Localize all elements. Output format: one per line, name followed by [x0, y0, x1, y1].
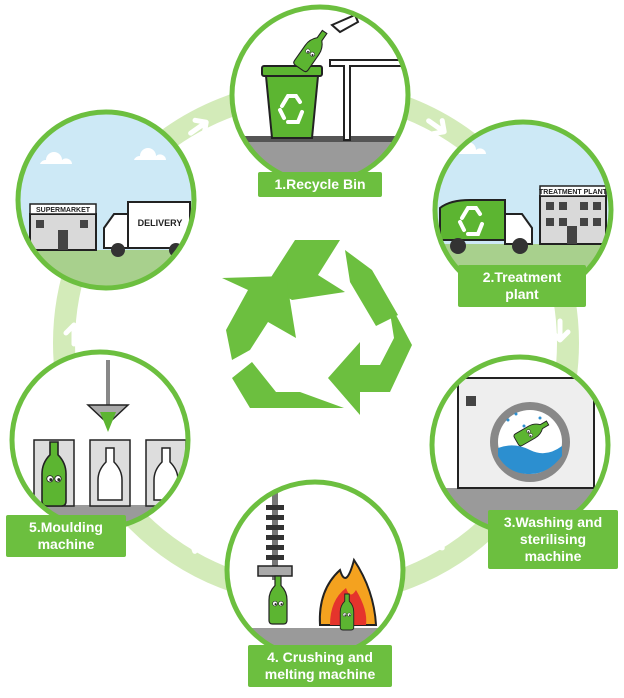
step-4-label: 4. Crushing and melting machine — [248, 645, 392, 687]
step-3-label: 3.Washing and sterilising machine — [488, 510, 618, 569]
recycle-symbol-icon — [222, 240, 412, 415]
step-3-label-line-2: sterilising — [519, 531, 587, 547]
cycle-arrow-icon — [63, 117, 571, 554]
scene-recycle-bin — [229, 4, 411, 186]
scene-moulding-machine — [9, 349, 191, 531]
step-5-label: 5.Moulding machine — [6, 515, 126, 557]
step-2-label-line-2: plant — [505, 286, 539, 302]
step-1-label-text: 1.Recycle Bin — [274, 176, 366, 192]
step-4-label-line-1: 4. Crushing and — [267, 649, 373, 665]
delivery-sign: DELIVERY — [138, 218, 183, 228]
step-5-label-line-2: machine — [37, 536, 95, 552]
scene-washing-machine — [429, 354, 611, 536]
treatment-plant-sign: TREATMENT PLANT — [539, 189, 608, 196]
truck-icon: DELIVERY — [103, 201, 191, 257]
step-3-label-line-3: machine — [524, 548, 582, 564]
step-1-label: 1.Recycle Bin — [258, 172, 382, 197]
washing-machine-icon — [457, 377, 595, 489]
mould-icon — [33, 439, 187, 507]
step-3-label-line-1: 3.Washing and — [503, 514, 603, 530]
supermarket-sign: SUPERMARKET — [36, 207, 91, 214]
recycle-bin-icon — [261, 65, 323, 139]
step-5-label-line-1: 5.Moulding — [29, 519, 103, 535]
step-4-label-line-2: melting machine — [264, 666, 376, 682]
scene-crushing-melting — [224, 479, 406, 661]
flame-icon — [318, 557, 378, 631]
scene-supermarket-delivery: SUPERMARKET DELIVERY — [15, 109, 197, 291]
step-2-label: 2.Treatment plant — [458, 265, 586, 307]
truck-icon — [439, 199, 533, 254]
step-2-label-line-1: 2.Treatment — [482, 269, 562, 285]
